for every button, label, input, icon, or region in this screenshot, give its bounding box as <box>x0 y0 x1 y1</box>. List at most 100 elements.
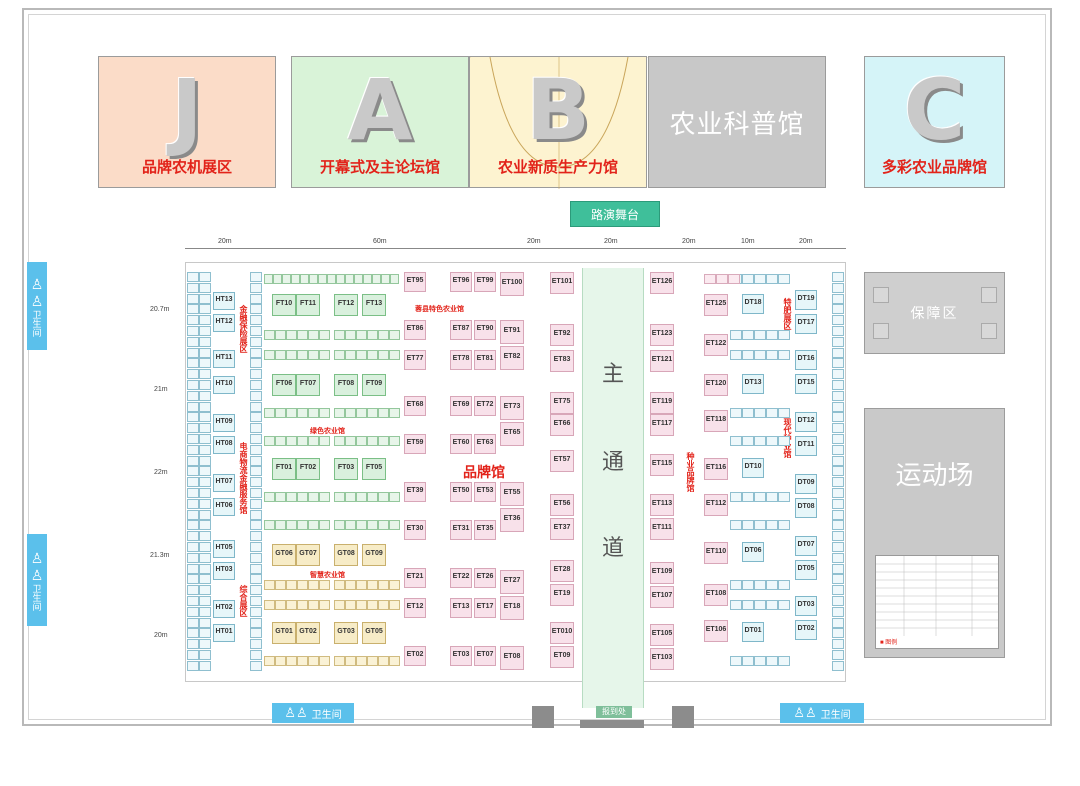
small-booth[interactable] <box>381 274 390 284</box>
booth-et126[interactable]: ET126 <box>650 272 674 294</box>
small-booth[interactable] <box>250 542 262 552</box>
small-booth[interactable] <box>264 600 275 610</box>
booth-ft05[interactable]: FT05 <box>362 458 386 480</box>
small-booth[interactable] <box>334 520 345 530</box>
booth-et010[interactable]: ET010 <box>550 622 574 644</box>
small-booth[interactable] <box>766 436 778 446</box>
small-booth[interactable] <box>187 272 199 282</box>
small-booth[interactable] <box>187 347 199 358</box>
small-booth[interactable] <box>778 274 790 284</box>
small-booth[interactable] <box>356 600 367 610</box>
small-booth[interactable] <box>297 520 308 530</box>
booth-ft09[interactable]: FT09 <box>362 374 386 396</box>
small-booth[interactable] <box>187 639 199 650</box>
small-booth[interactable] <box>378 656 389 666</box>
small-booth[interactable] <box>356 580 367 590</box>
small-booth[interactable] <box>275 600 286 610</box>
small-booth[interactable] <box>356 492 367 502</box>
small-booth[interactable] <box>275 520 286 530</box>
small-booth[interactable] <box>199 423 211 434</box>
small-booth[interactable] <box>832 488 844 498</box>
small-booth[interactable] <box>187 498 199 509</box>
small-booth[interactable] <box>250 574 262 585</box>
small-booth[interactable] <box>199 293 211 304</box>
small-booth[interactable] <box>319 492 330 502</box>
small-booth[interactable] <box>250 434 262 444</box>
small-booth[interactable] <box>199 660 211 671</box>
small-booth[interactable] <box>308 492 319 502</box>
small-booth[interactable] <box>187 326 199 336</box>
booth-et106[interactable]: ET106 <box>704 620 728 642</box>
small-booth[interactable] <box>187 574 199 585</box>
small-booth[interactable] <box>319 408 330 418</box>
small-booth[interactable] <box>754 656 766 666</box>
booth-et86[interactable]: ET86 <box>404 320 426 340</box>
small-booth[interactable] <box>754 350 766 360</box>
booth-ft08[interactable]: FT08 <box>334 374 358 396</box>
small-booth[interactable] <box>275 656 286 666</box>
small-booth[interactable] <box>345 408 356 418</box>
small-booth[interactable] <box>742 330 754 340</box>
booth-gt01[interactable]: GT01 <box>272 622 296 644</box>
small-booth[interactable] <box>286 600 297 610</box>
small-booth[interactable] <box>250 606 262 617</box>
booth-et66[interactable]: ET66 <box>550 414 574 436</box>
small-booth[interactable] <box>778 350 790 360</box>
booth-ft03[interactable]: FT03 <box>334 458 358 480</box>
small-booth[interactable] <box>297 492 308 502</box>
small-booth[interactable] <box>363 274 372 284</box>
small-booth[interactable] <box>356 330 367 340</box>
small-booth[interactable] <box>832 358 844 369</box>
small-booth[interactable] <box>187 466 199 477</box>
small-booth[interactable] <box>832 401 844 412</box>
booth-et22[interactable]: ET22 <box>450 568 472 588</box>
booth-dt18[interactable]: DT18 <box>742 294 764 314</box>
small-booth[interactable] <box>389 436 400 446</box>
small-booth[interactable] <box>832 542 844 552</box>
small-booth[interactable] <box>378 330 389 340</box>
small-booth[interactable] <box>264 520 275 530</box>
small-booth[interactable] <box>334 330 345 340</box>
booth-ft06[interactable]: FT06 <box>272 374 296 396</box>
restroom-bottom-left[interactable]: ♙♙ 卫生间 <box>272 703 354 723</box>
booth-et78[interactable]: ET78 <box>450 350 472 370</box>
restroom-left-upper[interactable]: ♙ ♙ 卫生间 <box>27 262 47 350</box>
small-booth[interactable] <box>367 408 378 418</box>
small-booth[interactable] <box>832 585 844 596</box>
small-booth[interactable] <box>187 293 199 304</box>
small-booth[interactable] <box>291 274 300 284</box>
booth-ft01[interactable]: FT01 <box>272 458 296 480</box>
small-booth[interactable] <box>730 656 742 666</box>
booth-et117[interactable]: ET117 <box>650 414 674 436</box>
small-booth[interactable] <box>250 509 262 520</box>
small-booth[interactable] <box>250 563 262 574</box>
small-booth[interactable] <box>345 656 356 666</box>
small-booth[interactable] <box>832 293 844 304</box>
small-booth[interactable] <box>199 358 211 369</box>
small-booth[interactable] <box>832 390 844 401</box>
booth-et37[interactable]: ET37 <box>550 518 574 540</box>
small-booth[interactable] <box>187 531 199 542</box>
booth-et13[interactable]: ET13 <box>450 598 472 618</box>
small-booth[interactable] <box>250 617 262 628</box>
small-booth[interactable] <box>199 390 211 401</box>
small-booth[interactable] <box>389 520 400 530</box>
small-booth[interactable] <box>832 498 844 509</box>
small-booth[interactable] <box>250 477 262 488</box>
small-booth[interactable] <box>319 580 330 590</box>
small-booth[interactable] <box>389 580 400 590</box>
booth-et103[interactable]: ET103 <box>650 648 674 670</box>
small-booth[interactable] <box>742 580 754 590</box>
small-booth[interactable] <box>286 350 297 360</box>
small-booth[interactable] <box>199 326 211 336</box>
small-booth[interactable] <box>832 369 844 380</box>
small-booth[interactable] <box>372 274 381 284</box>
small-booth[interactable] <box>199 542 211 552</box>
small-booth[interactable] <box>754 330 766 340</box>
booth-ht07[interactable]: HT07 <box>213 474 235 492</box>
small-booth[interactable] <box>832 272 844 282</box>
small-booth[interactable] <box>275 408 286 418</box>
small-booth[interactable] <box>832 336 844 347</box>
small-booth[interactable] <box>250 498 262 509</box>
small-booth[interactable] <box>345 492 356 502</box>
